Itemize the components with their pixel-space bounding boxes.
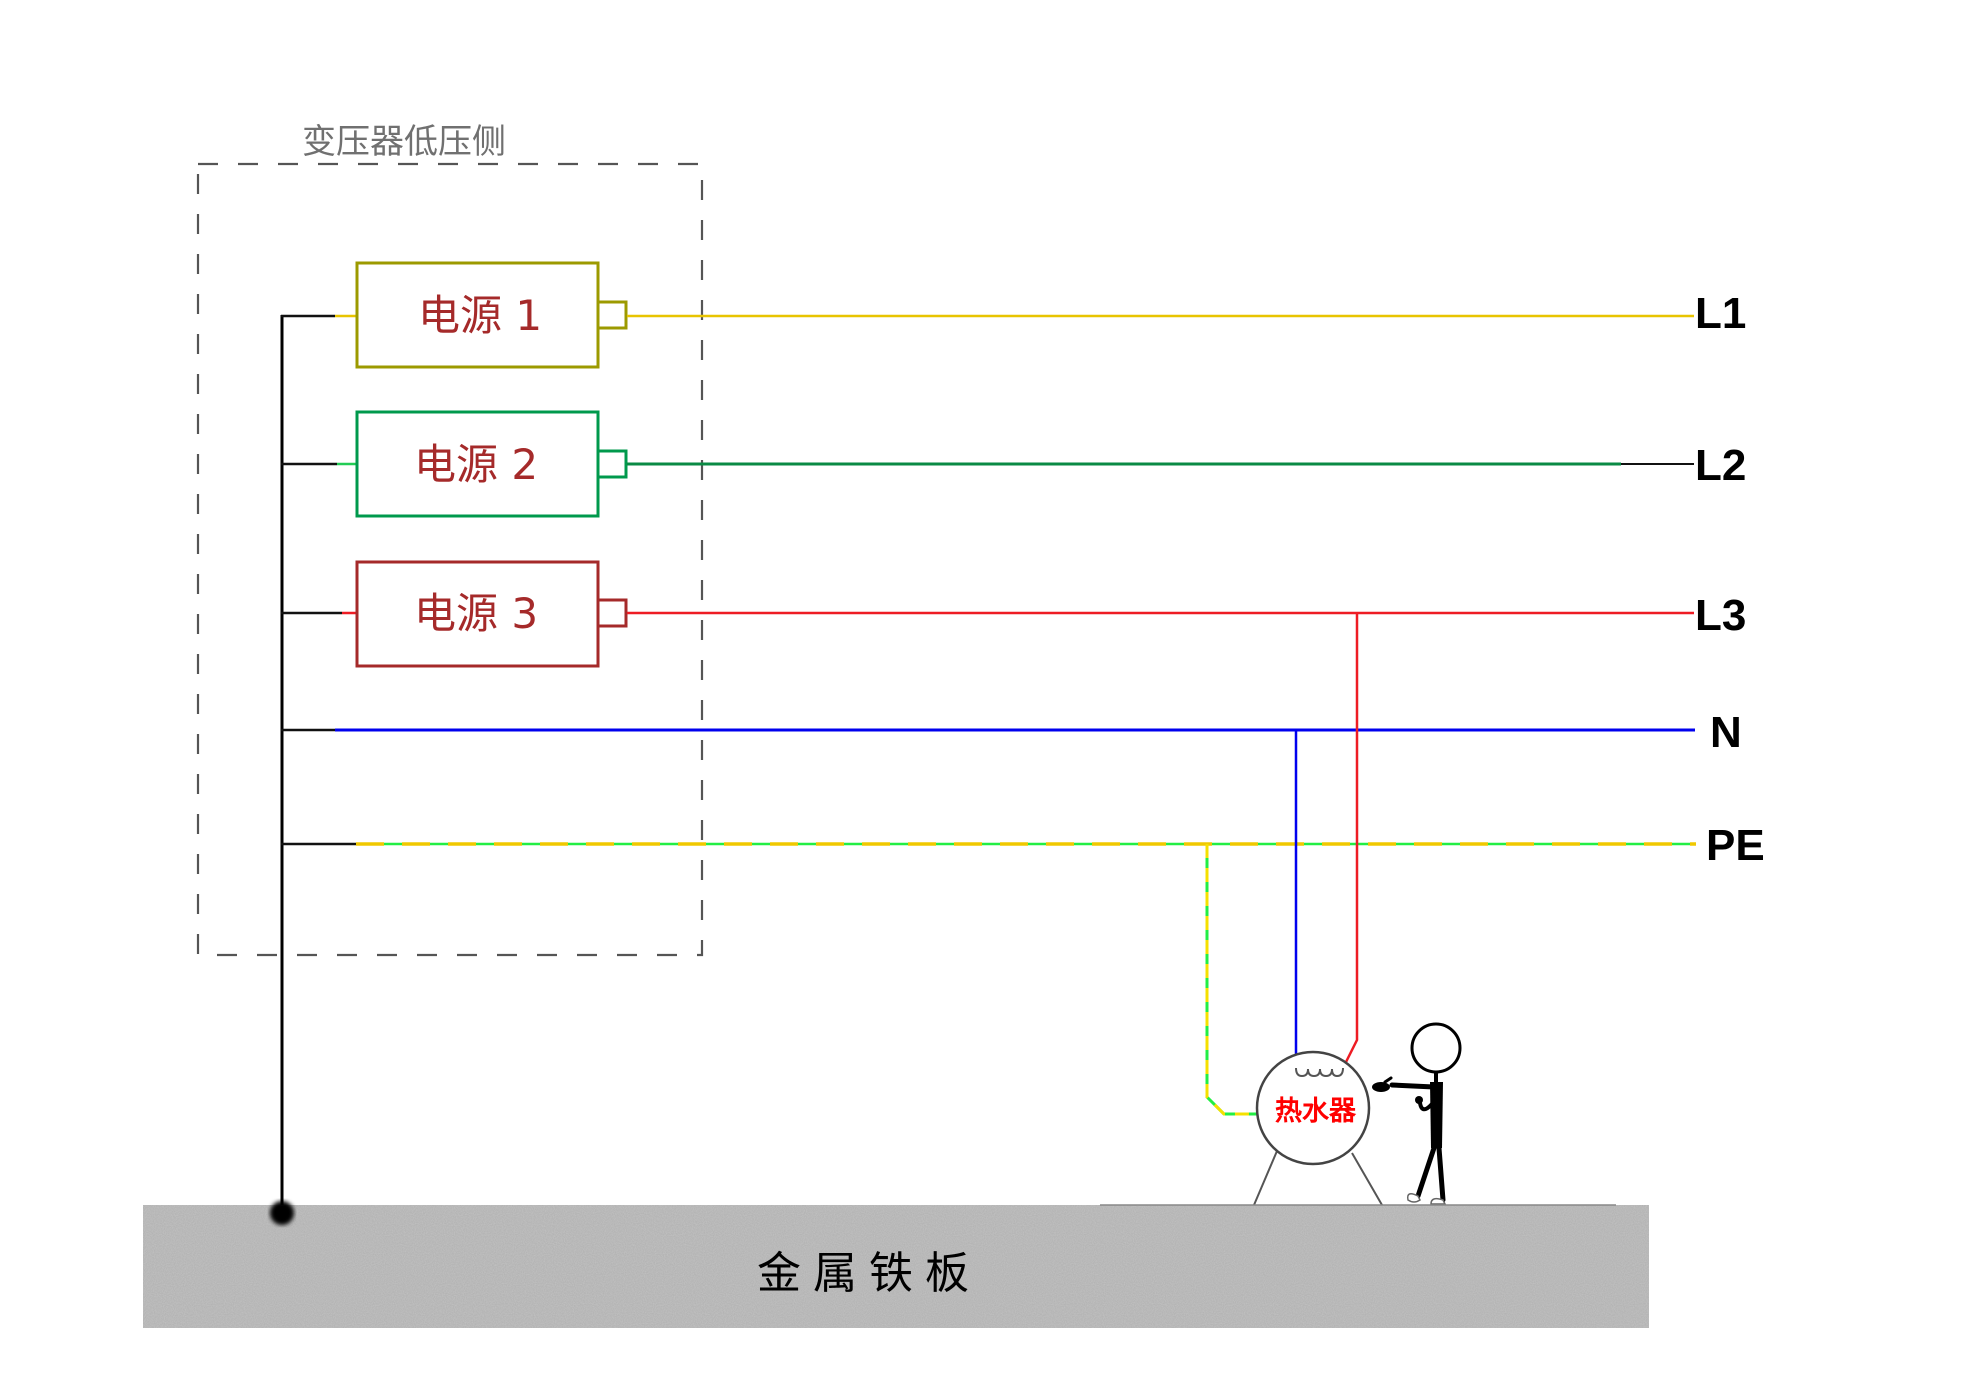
power-source-3-label: 电源 3 (414, 589, 538, 638)
line-PE: PE (356, 821, 1765, 870)
line-L2-label: L2 (1695, 441, 1746, 490)
power-source-1-label: 电源 1 (418, 291, 542, 340)
water-heater: 热水器 (1253, 1050, 1383, 1206)
line-N: N (335, 708, 1742, 757)
water-heater-label: 热水器 (1275, 1096, 1357, 1127)
line-L2: L2 (627, 441, 1746, 490)
line-L1: L1 (627, 289, 1746, 338)
line-PE-label: PE (1706, 821, 1765, 870)
metal-plate: 金属铁板 (143, 1204, 1649, 1328)
power-source-2: 电源 2 (355, 410, 628, 518)
heating-coil-icon (1295, 1067, 1344, 1078)
power-source-1: 电源 1 (355, 261, 628, 369)
ground-point-icon (270, 1201, 294, 1225)
person-icon (1372, 1022, 1462, 1205)
transformer-lv-boundary: 变压器低压侧 (196, 122, 704, 957)
neutral-bus (280, 314, 357, 1213)
boundary-title: 变压器低压侧 (302, 122, 506, 162)
line-L3-label: L3 (1695, 591, 1746, 640)
line-L1-label: L1 (1695, 289, 1746, 338)
appliance-wiring (1205, 613, 1359, 1116)
metal-plate-label: 金属铁板 (757, 1248, 981, 1299)
line-L3: L3 (627, 591, 1746, 640)
line-N-label: N (1710, 708, 1742, 757)
power-source-3: 电源 3 (355, 560, 628, 668)
power-source-2-label: 电源 2 (414, 440, 538, 489)
